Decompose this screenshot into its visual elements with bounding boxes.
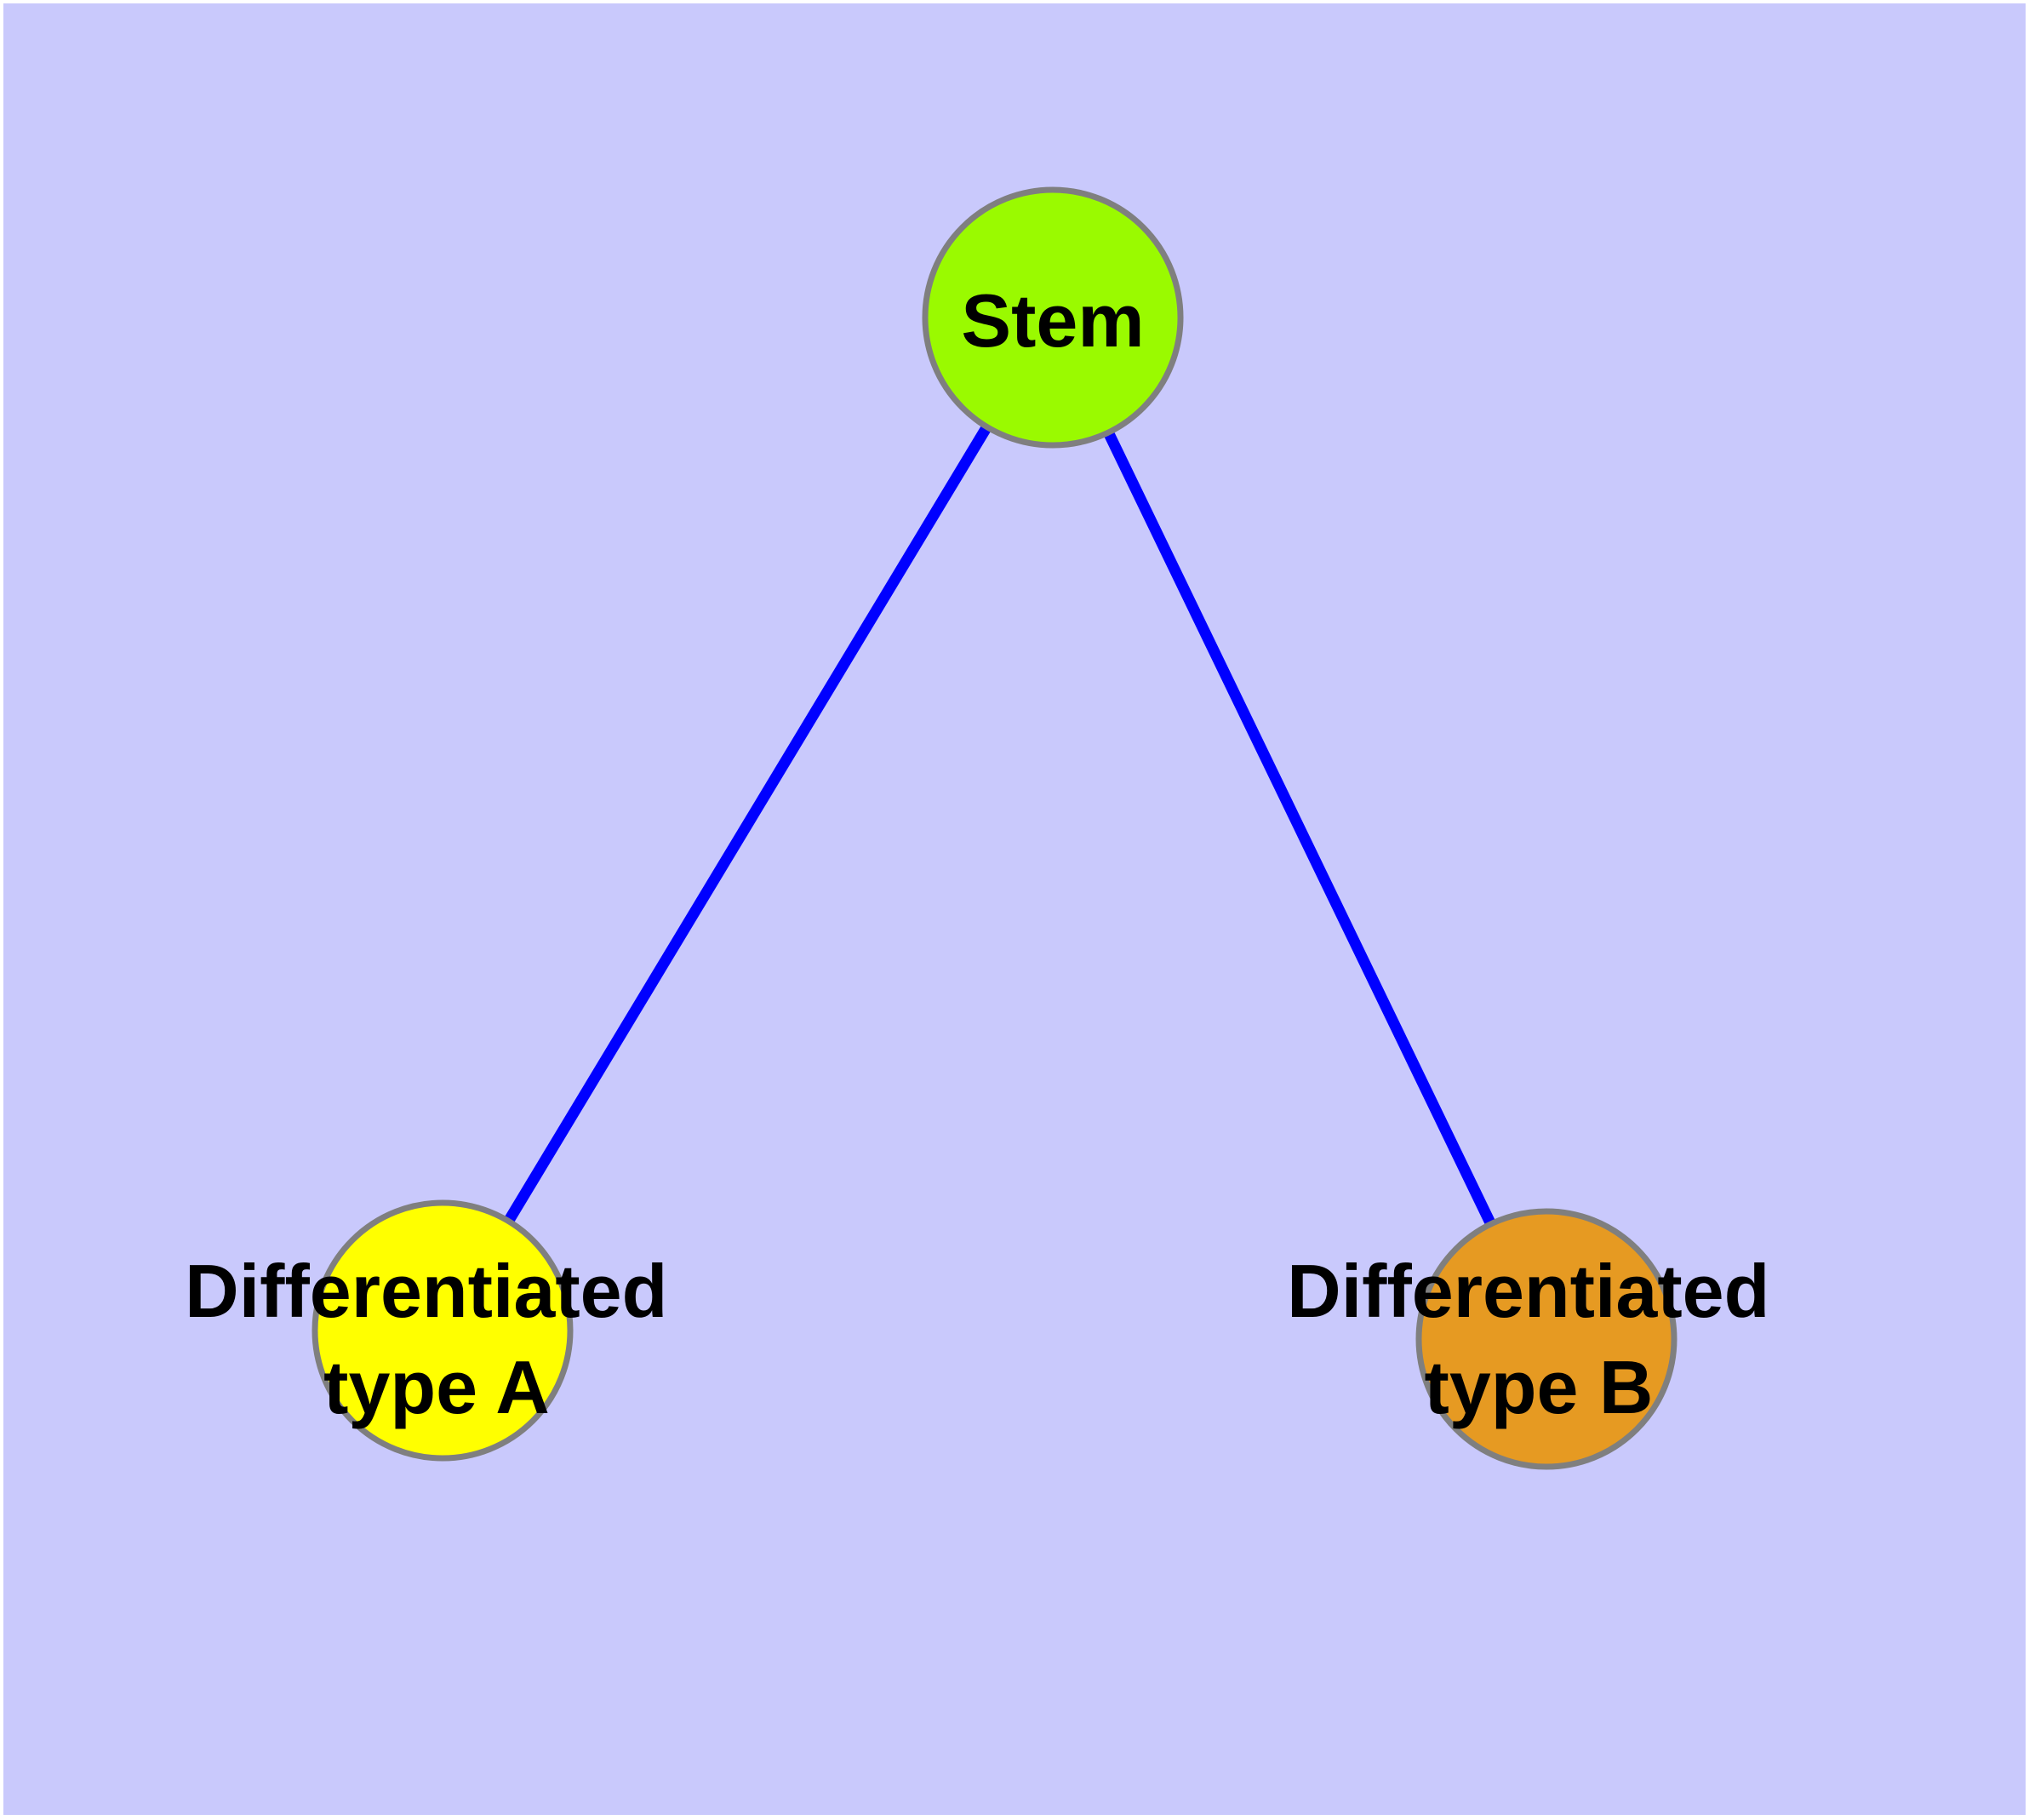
edge-stem-to-type-b: [1047, 312, 1552, 1345]
node-differentiated-type-b-label-line2: type B: [1425, 1345, 1654, 1429]
node-differentiated-type-a-label-line1: Differentiated: [185, 1249, 667, 1333]
node-differentiated-type-a: [311, 1199, 574, 1462]
node-stem-label: Stem: [961, 278, 1144, 363]
node-differentiated-type-a-label: Differentiated type A: [185, 1249, 689, 1429]
node-differentiated-type-b-label: Differentiated type B: [1287, 1249, 1791, 1429]
node-stem: [922, 186, 1184, 449]
node-differentiated-type-b-label-line1: Differentiated: [1287, 1249, 1769, 1333]
node-differentiated-type-b: [1415, 1208, 1677, 1470]
edge-stem-to-type-a: [437, 312, 1059, 1336]
node-differentiated-type-a-label-line2: type A: [323, 1345, 550, 1429]
